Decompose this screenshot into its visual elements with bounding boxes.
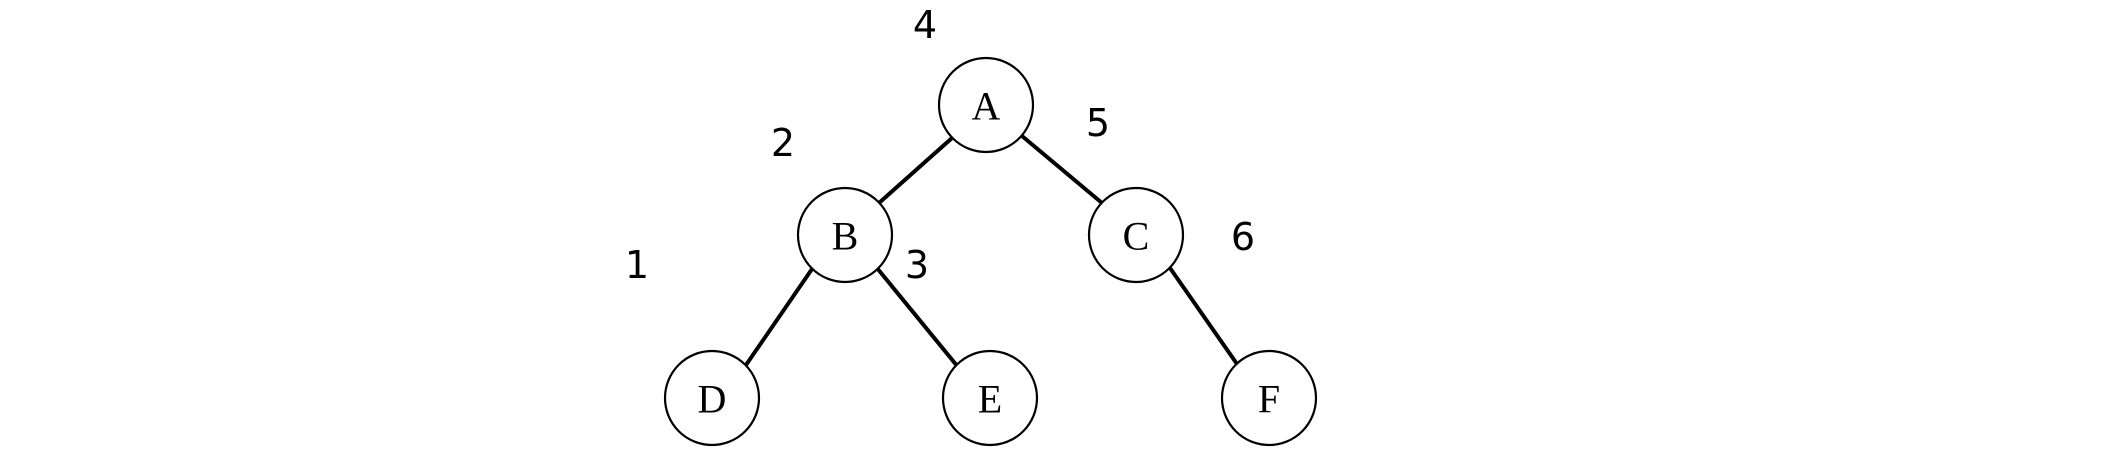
tree-node-c[interactable]: C <box>1087 186 1185 284</box>
edges-group <box>744 134 1239 369</box>
tree-node-d[interactable]: D <box>663 349 761 447</box>
node-circle-b[interactable] <box>796 186 894 284</box>
node-label-d: D <box>698 377 727 422</box>
edge-b-e <box>875 266 960 369</box>
edge-a-c <box>1020 134 1104 205</box>
tree-node-e[interactable]: E <box>941 349 1039 447</box>
node-circle-c[interactable] <box>1087 186 1185 284</box>
node-circle-e[interactable] <box>941 349 1039 447</box>
tree-node-f[interactable]: F <box>1220 349 1318 447</box>
edge-c-f <box>1168 266 1239 366</box>
edge-b-d <box>744 267 814 367</box>
index-label-e: 3 <box>905 243 929 287</box>
index-label-f: 6 <box>1231 215 1255 259</box>
node-circle-f[interactable] <box>1220 349 1318 447</box>
edge-a-b <box>877 136 954 205</box>
nodes-group: A B C D E F <box>663 56 1318 447</box>
node-circle-d[interactable] <box>663 349 761 447</box>
node-label-e: E <box>978 377 1002 422</box>
node-label-c: C <box>1123 214 1150 259</box>
node-circle-a[interactable] <box>937 56 1035 154</box>
index-label-d: 1 <box>625 243 649 287</box>
index-label-b: 2 <box>771 121 795 165</box>
node-label-b: B <box>832 214 859 259</box>
node-label-a: A <box>972 84 1001 129</box>
node-label-f: F <box>1258 377 1280 422</box>
index-label-a: 4 <box>913 3 937 47</box>
index-labels-group: 4 2 5 1 3 6 <box>625 3 1255 287</box>
index-label-c: 5 <box>1086 101 1110 145</box>
tree-node-a[interactable]: A <box>937 56 1035 154</box>
tree-node-b[interactable]: B <box>796 186 894 284</box>
